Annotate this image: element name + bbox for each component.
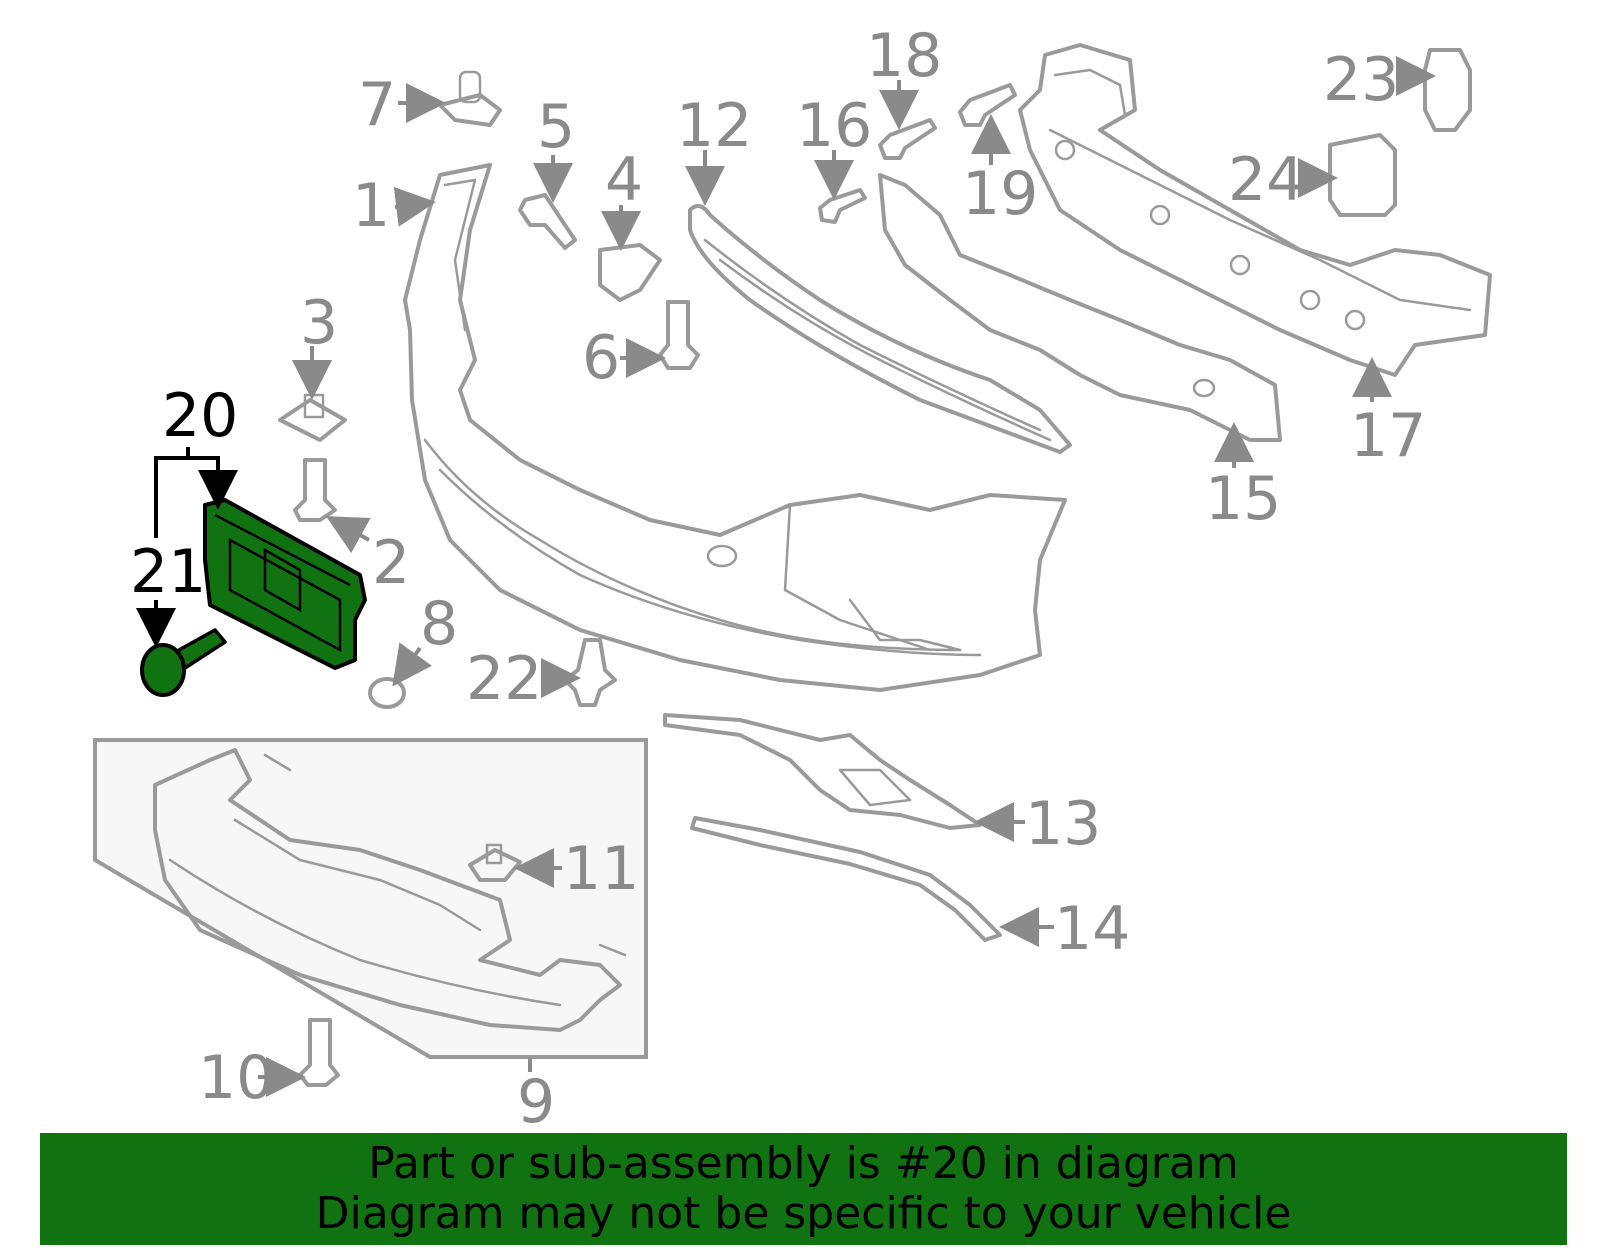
- leader-lines: [136, 56, 1436, 1097]
- callout-17: 17: [1350, 401, 1426, 471]
- callout-7: 7: [358, 70, 396, 140]
- callout-24: 24: [1228, 145, 1304, 215]
- impact-bar-part: [1018, 43, 1492, 377]
- callout-2: 2: [372, 528, 410, 598]
- energy-absorber-part: [878, 173, 1282, 442]
- callout-12: 12: [676, 91, 752, 161]
- callout-23: 23: [1323, 45, 1399, 115]
- banner-line-disclaimer: Diagram may not be specific to your vehi…: [315, 1188, 1292, 1239]
- callout-1: 1: [352, 171, 390, 241]
- callout-8: 8: [420, 589, 458, 659]
- callout-21: 21: [130, 537, 206, 607]
- callout-labels: 1 2 3 4 5 6 7 8 9 10 11 12 13 14 15 16 1…: [130, 21, 1426, 1137]
- license-plate-bracket-part[interactable]: [203, 498, 367, 670]
- callout-14: 14: [1054, 894, 1130, 964]
- callout-5: 5: [537, 92, 575, 162]
- bumper-cover-part: [403, 163, 1067, 692]
- callout-20: 20: [162, 381, 238, 451]
- callout-19: 19: [962, 159, 1038, 229]
- callout-9: 9: [517, 1067, 555, 1137]
- callout-18: 18: [866, 21, 942, 91]
- molding-strip-part: [690, 816, 1002, 942]
- bracket-bolt-part[interactable]: [140, 628, 227, 697]
- callout-13: 13: [1025, 789, 1101, 859]
- callout-11: 11: [563, 834, 639, 904]
- callout-16: 16: [796, 91, 872, 161]
- callout-6: 6: [582, 323, 620, 393]
- fog-lamp-bezel-part: [663, 713, 982, 830]
- callout-15: 15: [1205, 464, 1281, 534]
- under-cover-assembly-part: [93, 738, 648, 1059]
- callout-3: 3: [300, 288, 338, 358]
- callout-10: 10: [198, 1043, 274, 1113]
- callout-22: 22: [466, 644, 542, 714]
- info-banner: Part or sub-assembly is #20 in diagram D…: [40, 1133, 1567, 1245]
- banner-line-part-number: Part or sub-assembly is #20 in diagram: [368, 1138, 1239, 1189]
- lower-grille-part: [688, 204, 1072, 454]
- callout-4: 4: [605, 145, 643, 215]
